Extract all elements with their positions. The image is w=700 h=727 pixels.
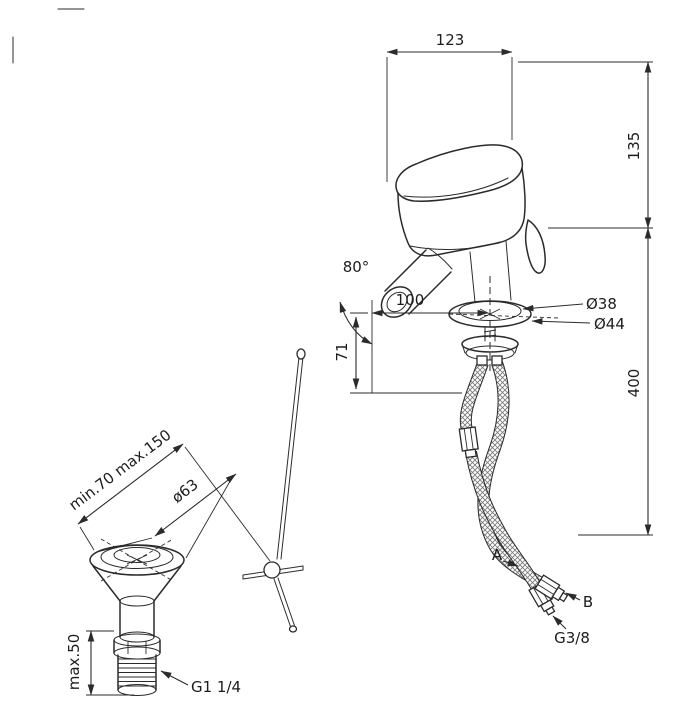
dim-base-diameters: Ø38 Ø44 — [448, 295, 625, 333]
dim-width-label: 123 — [436, 31, 465, 49]
mixer-drawing: 123 135 400 80° 100 — [333, 31, 653, 647]
spout-joint — [427, 247, 453, 270]
drain-locknut — [113, 633, 161, 660]
hose-thread-label: G3/8 — [554, 629, 590, 647]
dim-height-135: 135 — [518, 61, 653, 229]
mounting-washers — [461, 335, 519, 361]
popup-rod — [276, 356, 300, 560]
drain-thread-callout: G1 1/4 — [160, 670, 241, 696]
popup-rod-knob — [296, 348, 306, 360]
dim-hose-length-label: 400 — [625, 369, 643, 398]
lift-rod — [273, 577, 298, 633]
ball-joint — [263, 561, 281, 579]
dim-flange-diameter: ø63 — [96, 473, 237, 559]
dim-spout-height-label: 71 — [333, 342, 351, 361]
dim-hose-400: 400 — [578, 227, 653, 536]
hose-b-collar — [491, 355, 503, 366]
drain-threaded-tail — [117, 654, 157, 696]
dim-tail-length-label: max.50 — [65, 634, 83, 691]
popup-rod-assembly — [242, 348, 306, 633]
drain-body — [92, 565, 182, 696]
dim-spout-height-71: 71 — [333, 312, 462, 394]
handle-seam — [403, 177, 509, 198]
drain-dimensions: min.70 max.150 ø63 max.50 G1 1/4 — [65, 426, 271, 696]
handle — [395, 144, 524, 202]
aerator — [386, 291, 408, 313]
thread-hatching — [118, 658, 156, 687]
hose-thread-callout: G3/8 — [552, 615, 590, 647]
dim-rod-range-label: min.70 max.150 — [65, 426, 174, 514]
dim-base-outer-label: Ø44 — [594, 315, 625, 333]
hose-callout-a: A — [492, 546, 519, 567]
supply-hoses — [458, 355, 569, 616]
hose-a-collar — [476, 355, 488, 366]
drain-drawing: min.70 max.150 ø63 max.50 G1 1/4 — [65, 348, 306, 696]
mixer-base — [448, 276, 532, 372]
mixer-dimensions: 123 135 400 80° 100 — [333, 31, 653, 647]
drain-flange — [89, 538, 185, 582]
drain-thread-label: G1 1/4 — [191, 678, 241, 696]
dim-angle-label: 80° — [343, 258, 370, 276]
dim-reach-label: 100 — [396, 291, 425, 309]
hose-b-label: B — [583, 593, 593, 611]
column-left-edge — [469, 251, 476, 303]
hose-a-label: A — [492, 546, 503, 564]
spout — [380, 247, 453, 318]
handle-tip — [524, 219, 546, 274]
dim-reach-100: 100 — [371, 291, 489, 317]
hose-callout-b: B — [565, 592, 593, 611]
column-right-edge — [505, 240, 512, 301]
dim-height-label: 135 — [625, 132, 643, 161]
dim-tail-length: max.50 — [65, 630, 134, 696]
mixer-faucet-body — [395, 144, 546, 303]
body-seam — [409, 241, 501, 250]
sheet-corner-marks — [12, 8, 85, 64]
dim-rod-range: min.70 max.150 — [65, 426, 271, 562]
dim-width-123: 123 — [386, 31, 513, 182]
dim-flange-diameter-label: ø63 — [168, 475, 201, 506]
hose-ferrule-nut — [458, 426, 479, 459]
dim-base-inner-label: Ø38 — [586, 295, 617, 313]
hose-a — [459, 361, 543, 592]
drain-center-mark — [126, 554, 148, 565]
dim-angle-80: 80° — [339, 258, 373, 393]
